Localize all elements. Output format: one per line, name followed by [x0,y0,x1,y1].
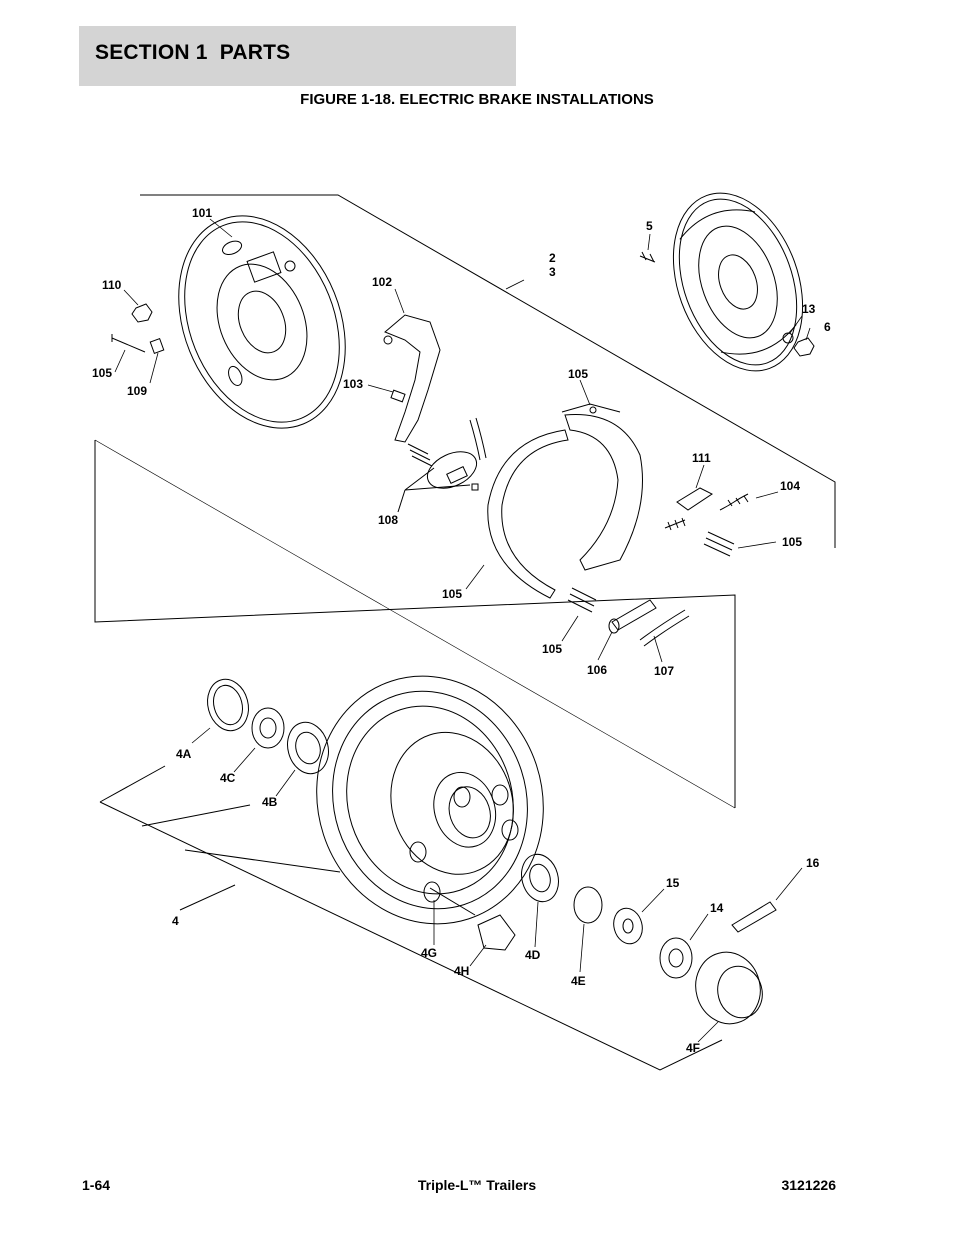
callout-104: 104 [780,479,800,493]
return-spring [639,609,690,647]
callout-105-a: 105 [92,366,112,380]
nut-6 [793,337,815,357]
callout-13: 13 [802,302,816,316]
callout-4D: 4D [525,948,541,962]
hub-group-lines [99,801,723,1071]
callout-103: 103 [343,377,363,391]
callout-105-b: 105 [568,367,588,381]
callout-111: 111 [692,451,711,465]
callout-108: 108 [378,513,398,527]
upper-bracket-frame [140,194,836,548]
callout-106: 106 [587,663,607,677]
backing-plate [178,215,346,429]
adjuster-pin [611,599,657,631]
callout-109: 109 [127,384,147,398]
cotter-pin [731,901,777,933]
callout-4E: 4E [571,974,586,988]
magnet [426,451,478,489]
callout-101: 101 [192,206,212,220]
callout-4H: 4H [454,964,469,978]
inner-bearing [287,721,329,775]
brake-shoe-front [564,414,643,571]
grease-seal [207,678,249,732]
bolt-5 [639,251,656,263]
callout-4C: 4C [220,771,236,785]
callout-105-e: 105 [542,642,562,656]
bolt-105 [111,334,146,353]
dust-cap [695,951,761,1025]
callout-102: 102 [372,275,392,289]
callout-2: 2 [549,251,556,265]
callout-16: 16 [806,856,820,870]
assembled-brake [672,192,804,372]
callout-14: 14 [710,901,724,915]
brake-drum [316,675,544,925]
callout-4G: 4G [421,946,437,960]
callout-4B: 4B [262,795,278,809]
callout-4A: 4A [176,747,192,761]
adjuster-plate [676,487,713,511]
callout-4F: 4F [686,1041,700,1055]
callout-105-c: 105 [782,535,802,549]
figure-title: FIGURE 1-18. ELECTRIC BRAKE INSTALLATION… [300,91,654,108]
footer-product: Triple-L™ Trailers [417,1177,537,1193]
callout-4: 4 [172,914,179,928]
callout-107: 107 [654,664,674,678]
section-title: SECTION 1 PARTS [95,41,291,64]
section-header: SECTION 1 PARTS [79,26,516,86]
lower-bracket-frame [94,440,736,808]
washer-13 [782,332,794,344]
lug-nut [477,914,516,951]
callout-15: 15 [666,876,680,890]
outer-bearing [521,853,559,903]
castle-nut [659,937,693,979]
brake-shoe-rear [487,429,569,599]
washer [613,907,643,945]
footer-doc-number: 3121226 [781,1177,836,1193]
callout-6: 6 [824,320,831,334]
nut-110 [131,303,153,323]
callout-105-d: 105 [442,587,462,601]
hub-nut [251,707,285,749]
wheel-nut [573,886,603,924]
spacer-109 [149,338,165,354]
callout-3: 3 [549,265,556,279]
footer-page-number: 1-64 [82,1177,111,1193]
callout-5: 5 [646,219,653,233]
magnet-arm [384,314,441,443]
callout-110: 110 [102,278,122,292]
